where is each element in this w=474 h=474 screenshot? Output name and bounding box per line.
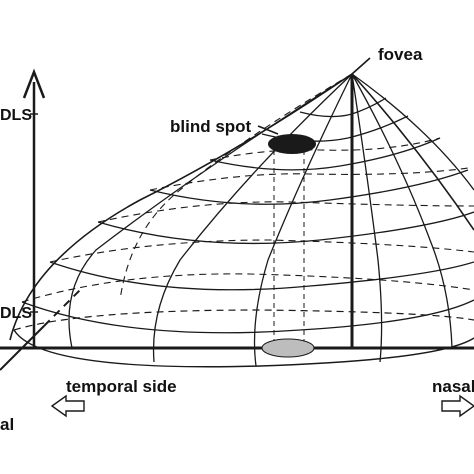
hill-outline: [9, 72, 474, 341]
temporal-arrow-icon: [50, 394, 85, 418]
nasal-side-label: nasal: [432, 377, 474, 396]
contour-lines-front: [21, 97, 474, 334]
temporal-side-label: temporal side: [66, 377, 177, 396]
base-ellipse-back: [13, 309, 474, 331]
meridian-lines: [68, 73, 474, 367]
depth-axis-dashed: [43, 289, 81, 327]
lower-axis-label: DLS: [0, 305, 32, 322]
base-ellipse-front: [13, 329, 474, 368]
vertical-axis-arrow: [22, 68, 46, 99]
nasal-arrow-icon: [441, 394, 474, 418]
fovea-leader: [351, 57, 371, 75]
depth-axis: [0, 325, 45, 371]
blind-spot-base: [261, 338, 315, 358]
upper-axis-label: DLS: [0, 107, 32, 124]
contour-lines-back: [21, 137, 474, 303]
fovea-label: fovea: [378, 45, 423, 64]
blind-spot-label: blind spot: [170, 117, 252, 136]
blind-spot-leader: [257, 125, 279, 135]
meridian-back: [119, 73, 353, 301]
blind-spot-top: [268, 134, 316, 154]
bottom-left-label: al: [0, 415, 14, 434]
